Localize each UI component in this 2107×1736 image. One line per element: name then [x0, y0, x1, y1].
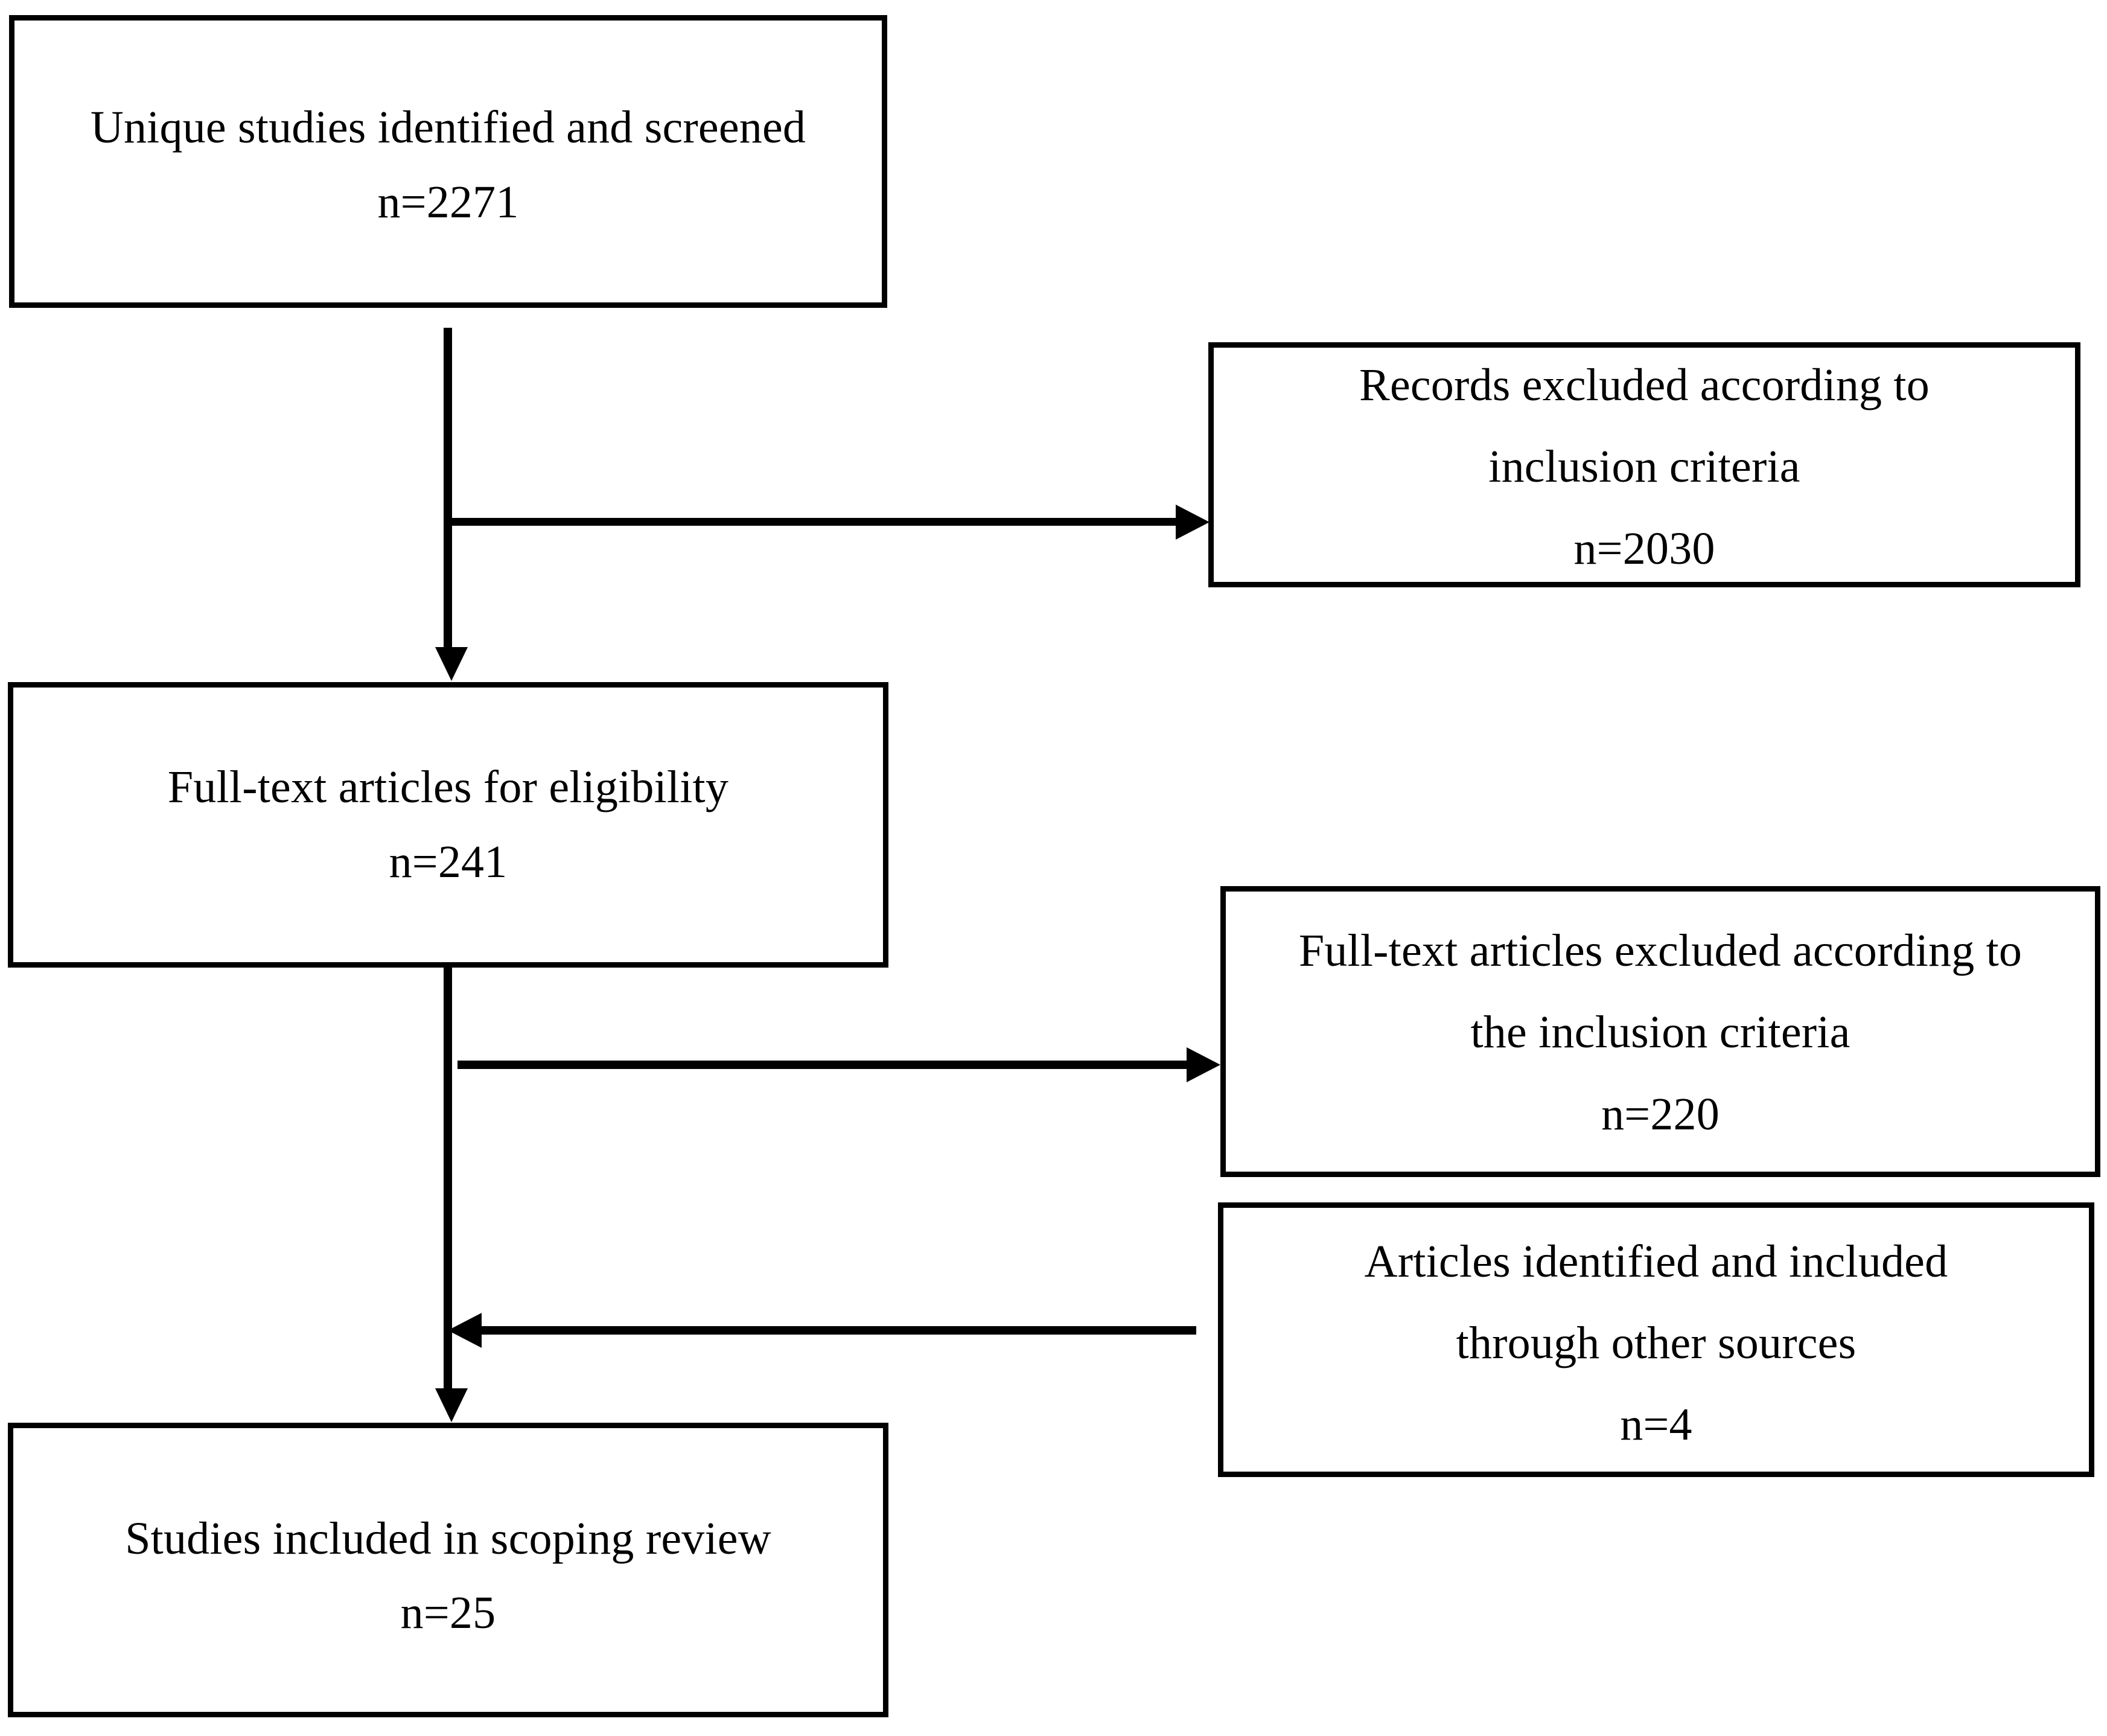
edge-other-sources-to-included-arrowhead-icon: [448, 1313, 482, 1348]
edge-eligibility-to-included-line: [444, 968, 452, 1393]
node-studies-included: Studies included in scoping review n=25: [8, 1423, 888, 1717]
node-text-stack: Unique studies identified and screened n…: [91, 91, 806, 239]
node-count-line: n=4: [1620, 1399, 1692, 1450]
edge-eligibility-to-included-arrowhead-icon: [435, 1388, 468, 1422]
edge-screened-to-eligibility-arrowhead-icon: [435, 647, 468, 681]
node-label-line: Studies included in scoping review: [125, 1513, 771, 1564]
node-label-line: Records excluded according to: [1359, 360, 1930, 411]
node-label-line: Unique studies identified and screened: [90, 102, 806, 153]
node-text-stack: Articles identified and included through…: [1365, 1221, 1948, 1466]
node-fulltext-eligibility: Full-text articles for eligibility n=241: [8, 682, 888, 968]
edge-eligibility-to-fulltext-excluded-line: [457, 1061, 1188, 1069]
node-count-line: n=220: [1601, 1088, 1720, 1140]
node-text-stack: Full-text articles excluded according to…: [1299, 910, 2022, 1155]
node-label-line: through other sources: [1456, 1317, 1857, 1368]
node-label-line: Full-text articles for eligibility: [167, 762, 729, 813]
node-label-line: Full-text articles excluded according to: [1298, 925, 2023, 977]
node-fulltext-excluded: Full-text articles excluded according to…: [1220, 886, 2100, 1177]
node-count-line: n=25: [400, 1588, 496, 1638]
edge-screened-to-eligibility-line: [444, 328, 452, 650]
node-unique-studies-screened: Unique studies identified and screened n…: [9, 15, 887, 308]
node-text-stack: Full-text articles for eligibility n=241: [168, 750, 728, 899]
node-text-stack: Records excluded according to inclusion …: [1359, 345, 1930, 590]
node-count-line: n=2271: [377, 176, 519, 228]
node-count-line: n=241: [389, 836, 508, 887]
edge-eligibility-to-fulltext-excluded-arrowhead-icon: [1187, 1047, 1220, 1082]
node-label-line: Articles identified and included: [1364, 1236, 1948, 1287]
node-label-line: the inclusion criteria: [1470, 1007, 1850, 1058]
edge-screened-to-records-excluded-arrowhead-icon: [1176, 505, 1210, 540]
edge-screened-to-records-excluded-line: [444, 518, 1179, 526]
node-count-line: n=2030: [1573, 523, 1715, 574]
node-records-excluded: Records excluded according to inclusion …: [1208, 342, 2080, 587]
node-text-stack: Studies included in scoping review n=25: [125, 1502, 771, 1650]
node-other-sources: Articles identified and included through…: [1218, 1202, 2094, 1477]
edge-other-sources-to-included-line: [482, 1326, 1196, 1335]
node-label-line: inclusion criteria: [1488, 441, 1800, 493]
